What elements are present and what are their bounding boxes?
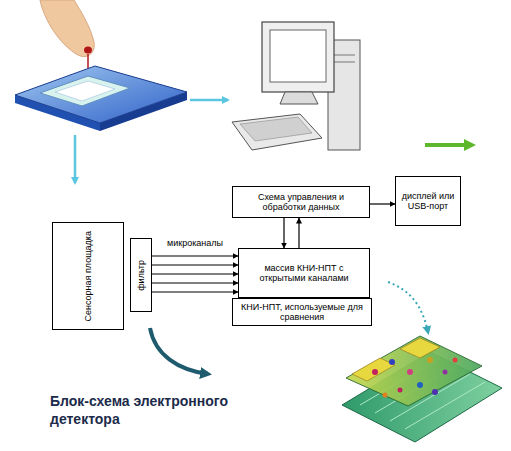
connector-arrow bbox=[152, 273, 238, 274]
chip-illustration-part bbox=[372, 369, 378, 375]
chip-illustration-part bbox=[432, 389, 438, 395]
finger bbox=[40, 0, 94, 68]
finger-part bbox=[40, 0, 94, 57]
connector-arrow bbox=[152, 282, 238, 283]
box-text: КНИ-НПТ, используемые для сравнения bbox=[236, 302, 368, 323]
connector-arrow bbox=[283, 218, 284, 248]
box-text: Схема управления и обработки данных bbox=[236, 192, 366, 213]
chip-illustration bbox=[342, 336, 502, 442]
box-text: фильтр bbox=[136, 260, 146, 291]
chip-illustration-part bbox=[346, 336, 482, 406]
chip-illustration-part bbox=[427, 357, 433, 363]
flow-arrows-part bbox=[425, 143, 472, 147]
connector-arrow bbox=[152, 255, 238, 256]
flow-arrows-part bbox=[150, 328, 208, 374]
test-device-part bbox=[40, 76, 130, 106]
test-device-part bbox=[15, 66, 187, 123]
flow-arrows-part bbox=[388, 282, 428, 332]
output-box: дисплей или USB-порт bbox=[395, 176, 461, 226]
test-device-part bbox=[55, 81, 115, 101]
sensor-box: Сенсорная площадка bbox=[52, 222, 124, 330]
computer-part bbox=[333, 62, 355, 63]
control-box: Схема управления и обработки данных bbox=[232, 186, 370, 218]
connector-arrow bbox=[370, 203, 395, 204]
computer-part bbox=[280, 92, 318, 104]
edge-label: микроканалы bbox=[167, 238, 223, 248]
computer-part bbox=[232, 114, 322, 150]
array-box: массив КНИ-НПТ с открытыми каналами bbox=[238, 248, 370, 298]
flow-arrows bbox=[75, 100, 472, 374]
computer-part bbox=[262, 22, 334, 92]
connector-arrow bbox=[152, 264, 238, 265]
connector-arrow bbox=[298, 218, 299, 248]
chip-illustration-part bbox=[352, 358, 395, 381]
box-text: дисплей или USB-порт bbox=[399, 191, 457, 212]
finger-part bbox=[84, 47, 92, 54]
flow-arrows-part bbox=[190, 99, 228, 102]
chip-illustration-part bbox=[400, 338, 440, 358]
box-text: Сенсорная площадка bbox=[83, 231, 93, 321]
flow-arrows-part bbox=[74, 135, 77, 183]
filter-box: фильтр bbox=[130, 238, 152, 312]
finger-part bbox=[87, 54, 89, 68]
chip-illustration-part bbox=[389, 359, 395, 365]
chip-illustration-part bbox=[443, 370, 448, 375]
chip-illustration-part bbox=[398, 388, 403, 393]
computer bbox=[232, 22, 360, 150]
computer-part bbox=[333, 55, 355, 56]
connector-arrow bbox=[152, 291, 238, 292]
chip-illustration-part bbox=[453, 358, 458, 363]
chip-illustration-part bbox=[407, 369, 413, 375]
reference-box: КНИ-НПТ, используемые для сравнения bbox=[232, 298, 372, 326]
chip-illustration-part bbox=[383, 393, 388, 398]
test-device bbox=[15, 66, 187, 131]
diagram-title: Блок-схема электронного детектора bbox=[50, 392, 255, 428]
box-text: массив КНИ-НПТ с открытыми каналами bbox=[242, 263, 366, 284]
computer-part bbox=[270, 30, 326, 82]
computer-part bbox=[240, 117, 312, 141]
chip-illustration-part bbox=[417, 382, 423, 388]
